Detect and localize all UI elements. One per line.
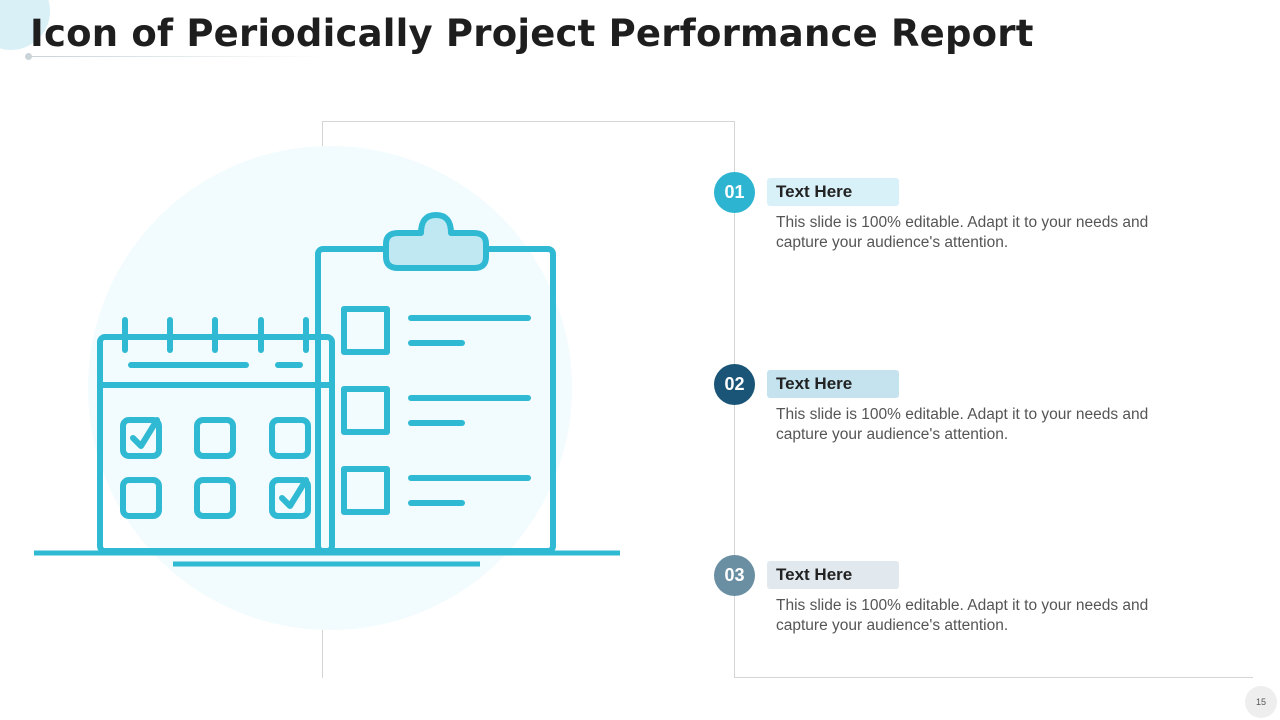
item-label: Text Here bbox=[767, 561, 899, 589]
item-description: This slide is 100% editable. Adapt it to… bbox=[776, 597, 1149, 634]
list-item: 01 Text Here This slide is 100% editable… bbox=[714, 172, 1184, 262]
title-underline-dot bbox=[25, 53, 32, 60]
calendar-icon bbox=[97, 317, 335, 554]
frame-bottom-line bbox=[734, 677, 1253, 678]
item-number-badge: 02 bbox=[714, 364, 755, 405]
page-number: 15 bbox=[1245, 686, 1277, 718]
list-item: 03 Text Here This slide is 100% editable… bbox=[714, 555, 1184, 645]
report-illustration bbox=[34, 146, 620, 630]
item-label: Text Here bbox=[767, 370, 899, 398]
item-description: This slide is 100% editable. Adapt it to… bbox=[776, 214, 1149, 251]
list-item: 02 Text Here This slide is 100% editable… bbox=[714, 364, 1184, 454]
item-number-badge: 03 bbox=[714, 555, 755, 596]
item-number-badge: 01 bbox=[714, 172, 755, 213]
title-underline bbox=[28, 56, 328, 57]
item-label: Text Here bbox=[767, 178, 899, 206]
page-title: Icon of Periodically Project Performance… bbox=[30, 12, 1034, 55]
item-description: This slide is 100% editable. Adapt it to… bbox=[776, 406, 1149, 443]
